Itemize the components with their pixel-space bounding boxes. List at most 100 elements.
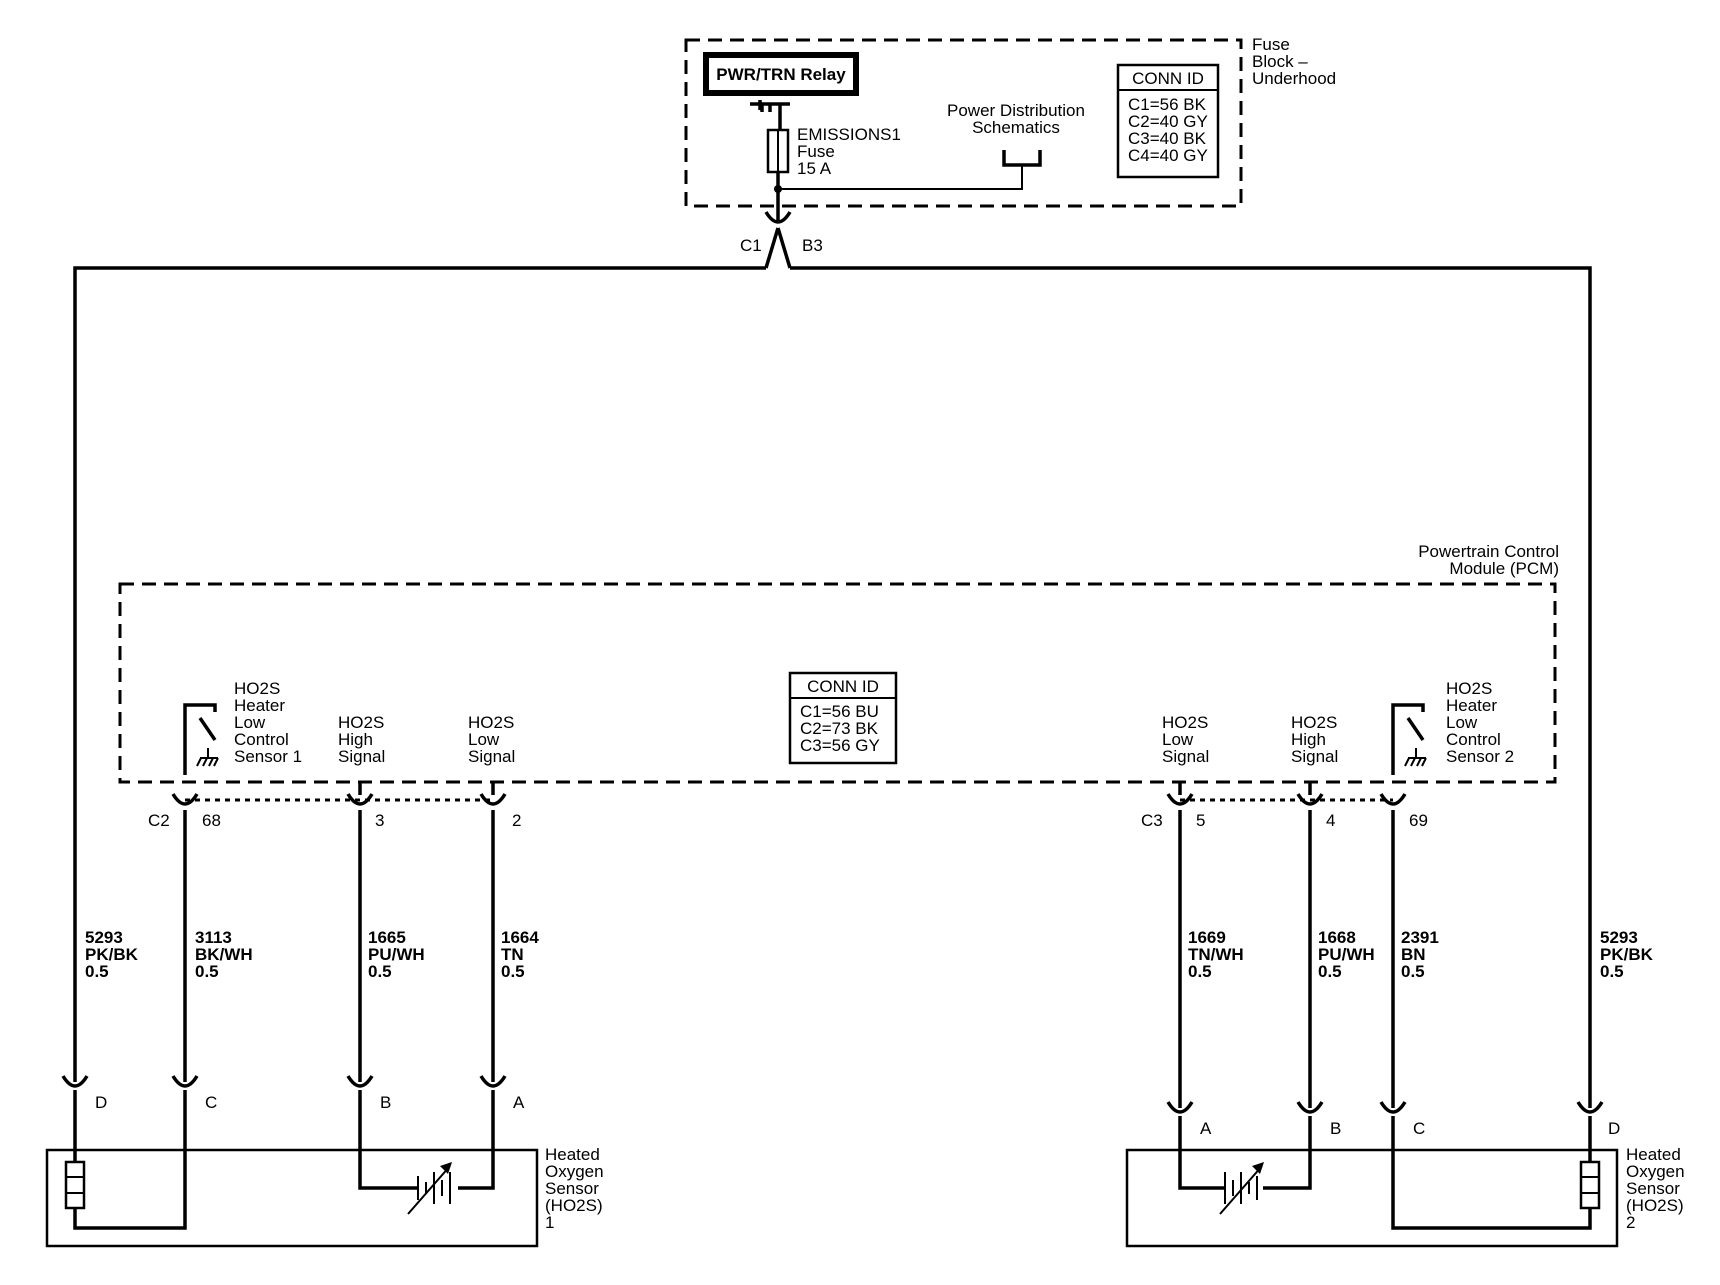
pin-69-socket-icon — [1379, 793, 1407, 806]
pcm-boundary — [118, 582, 1557, 784]
sensor2-label: Sensor — [1626, 1179, 1680, 1198]
sensor2-heater-segments — [1581, 1176, 1599, 1194]
sensor1-heater-switch-icon — [198, 717, 217, 741]
fuse-block-conn-id-line: C1=56 BK — [1128, 95, 1207, 114]
wire-label-1668: 1668 PU/WH 0.5 — [1318, 928, 1375, 981]
pcm-left-low-label: HO2S — [468, 713, 514, 732]
heated-oxygen-sensor-2: Heated Oxygen Sensor (HO2S) 2 — [1125, 1116, 1685, 1248]
pin-5-label: 5 — [1196, 811, 1205, 830]
sensor2-label: Oxygen — [1626, 1162, 1685, 1181]
pin-2-label: 2 — [512, 811, 521, 830]
sensor2-pin-d-socket-icon — [1576, 1101, 1604, 1114]
wire-circuit-number: 3113 — [195, 928, 232, 947]
sensor2-arrow-head — [1252, 1162, 1264, 1174]
pcm-pin-stubs — [358, 782, 1312, 795]
pcm-title-1: Powertrain Control — [1418, 542, 1559, 561]
sensor1-label: Oxygen — [545, 1162, 604, 1181]
pin-3-label: 3 — [375, 811, 384, 830]
sensor1-connector: D C B A — [61, 1075, 525, 1112]
pcm-conn-id-title: CONN ID — [807, 677, 879, 696]
pcm-left-high-label: Signal — [338, 747, 385, 766]
sensor1-label: Heated — [545, 1145, 600, 1164]
sensor1-pin-c-label: C — [205, 1093, 217, 1112]
connector-c2-label: C2 — [148, 811, 170, 830]
sensor2-pin-b-socket-icon — [1296, 1101, 1324, 1114]
connector-c1-b3-icon — [764, 211, 792, 224]
wire-color: PK/BK — [1600, 945, 1654, 964]
pcm-connector-c3: C3 5 4 69 — [1141, 793, 1428, 830]
sensor1-body — [45, 1148, 539, 1248]
pin-68-label: 68 — [202, 811, 221, 830]
sensor1-pin-d-label: D — [95, 1093, 107, 1112]
sensor1-ground-icon — [196, 748, 219, 767]
connector-b3-label: B3 — [802, 236, 823, 255]
fuse-label-3: 15 A — [797, 159, 832, 178]
sensor1-label: Sensor — [545, 1179, 599, 1198]
wire-5293-left — [73, 266, 766, 1082]
pin-4-label: 4 — [1326, 811, 1335, 830]
pcm-right-heater-label: Sensor 2 — [1446, 747, 1514, 766]
sensor1-pin-a-label: A — [513, 1093, 525, 1112]
wire-color: PU/WH — [368, 945, 425, 964]
sensor1-variable-arrow-icon — [407, 1165, 451, 1215]
wire-label-5293-left: 5293 PK/BK 0.5 — [85, 928, 139, 981]
pin-69-label: 69 — [1409, 811, 1428, 830]
fuse-block-conn-id-line: C3=40 BK — [1128, 129, 1207, 148]
fuse-block: Fuse Block – Underhood PWR/TRN Relay EMI… — [684, 35, 1336, 208]
sensor1-heater-circuit — [73, 1090, 187, 1230]
pcm-title-2: Module (PCM) — [1449, 559, 1559, 578]
pcm-right-high-label: Signal — [1291, 747, 1338, 766]
sensor1-heater-element-icon — [64, 1160, 86, 1210]
power-dist-label-1: Power Distribution — [947, 101, 1085, 120]
fuse-label-1: EMISSIONS1 — [797, 125, 901, 144]
power-dist-ref-icon — [1002, 150, 1042, 167]
pcm-conn-id-line: C1=56 BU — [800, 702, 879, 721]
sensor2-pin-a-socket-icon — [1166, 1101, 1194, 1114]
fuse-block-conn-id-line: C2=40 GY — [1128, 112, 1208, 131]
pcm-right-low-label: Signal — [1162, 747, 1209, 766]
pcm-right-low-label: HO2S — [1162, 713, 1208, 732]
sensor2-variable-arrow-icon — [1219, 1165, 1263, 1215]
pcm-left-low-label: Signal — [468, 747, 515, 766]
wire-circuit-number: 5293 — [85, 928, 123, 947]
pcm-left-high-label: High — [338, 730, 373, 749]
pwr-trn-relay-label: PWR/TRN Relay — [716, 65, 846, 84]
wire-5293-right — [790, 266, 1592, 1108]
pcm-left-heater-label: Control — [234, 730, 289, 749]
pcm-conn-id-line: C3=56 GY — [800, 736, 880, 755]
connector-c3-label: C3 — [1141, 811, 1163, 830]
sensor2-ground-icon — [1404, 748, 1427, 767]
fuse-block-conn-id-box — [1116, 63, 1220, 179]
sensor2-pin-d-label: D — [1608, 1119, 1620, 1138]
wire-label-1664: 1664 TN 0.5 — [501, 928, 539, 981]
pcm-left-heater-label: HO2S — [234, 679, 280, 698]
sensor2-cell-icon — [1224, 1172, 1258, 1204]
connector-c1-label: C1 — [740, 236, 762, 255]
fuse-block-title-3: Underhood — [1252, 69, 1336, 88]
sensor2-body — [1125, 1148, 1619, 1248]
pcm-left-high-label: HO2S — [338, 713, 384, 732]
wire-gauge: 0.5 — [501, 962, 525, 981]
sensor1-pin-c-socket-icon — [171, 1075, 199, 1088]
wire-gauge: 0.5 — [1401, 962, 1425, 981]
heated-oxygen-sensor-1: Heated Oxygen Sensor (HO2S) 1 — [45, 1090, 604, 1248]
fuse-block-title-2: Block – — [1252, 52, 1308, 71]
fuse-block-boundary — [684, 38, 1243, 208]
pwr-trn-relay-box — [703, 52, 859, 96]
sensor2-label: Heated — [1626, 1145, 1681, 1164]
sensor2-pin-b-label: B — [1330, 1119, 1341, 1138]
pcm-right-high-label: HO2S — [1291, 713, 1337, 732]
sensor2-pin-c-label: C — [1413, 1119, 1425, 1138]
sensor1-heater-segments — [66, 1176, 84, 1194]
wire-label-3113: 3113 BK/WH 0.5 — [195, 928, 253, 981]
sensor1-pin-d-socket-icon — [61, 1075, 89, 1088]
wire-gauge: 0.5 — [1188, 962, 1212, 981]
sensor1-cell-icon — [417, 1172, 451, 1204]
wire-circuit-number: 1664 — [501, 928, 539, 947]
wire-color: PK/BK — [85, 945, 139, 964]
pcm-conn-id-box — [788, 671, 898, 765]
wire-color: BN — [1401, 945, 1426, 964]
wire-gauge: 0.5 — [1318, 962, 1342, 981]
